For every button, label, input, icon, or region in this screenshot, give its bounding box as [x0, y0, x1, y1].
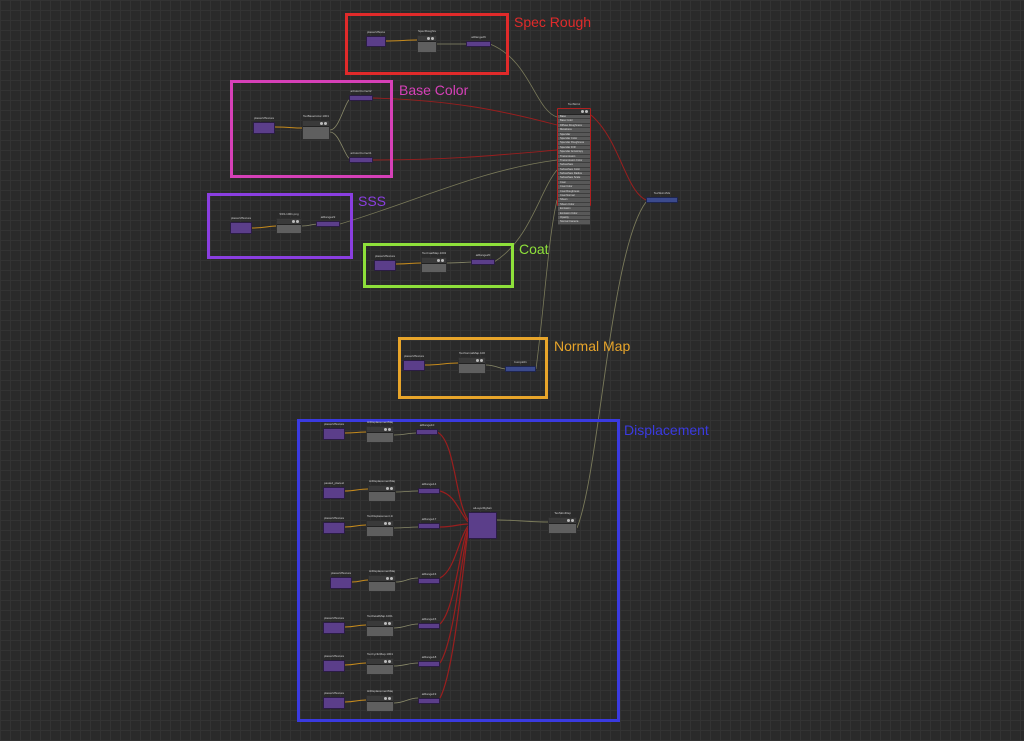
- shader-attribute-row[interactable]: Normal Camera: [558, 220, 590, 225]
- disp-range-node[interactable]: aiRange14: [418, 482, 440, 494]
- sss-place2d-node[interactable]: place2dTexture8: [230, 216, 252, 234]
- spec-range-node[interactable]: aiRange26: [466, 35, 491, 47]
- disp-place2d-node[interactable]: place2dTexture10: [323, 422, 345, 440]
- disp-range-node[interactable]: aiRange15: [418, 617, 440, 629]
- group-frame-coat: [363, 243, 514, 288]
- group-label-coat: Coat: [519, 241, 549, 257]
- shader-attribute-row[interactable]: Coat Normal: [558, 194, 590, 199]
- normal-file-node[interactable]: TexNormalMap.1001.exr: [458, 351, 486, 374]
- shader-attribute-row[interactable]: Subsurface Scale: [558, 176, 590, 181]
- shader-attribute-row[interactable]: Specular Color: [558, 136, 590, 142]
- base-place2d-node[interactable]: place2dTexture4: [253, 116, 275, 134]
- group-frame-spec-rough: [345, 13, 509, 75]
- shader-attribute-row[interactable]: Specular IOR: [558, 145, 590, 151]
- shader-attribute-row[interactable]: Subsurface: [558, 163, 590, 168]
- sss-range-node[interactable]: aiRange22: [316, 215, 340, 227]
- disp-file-node[interactable]: TexCyclicMap.1001.exr: [366, 652, 394, 675]
- base-colorcorrect-node-1[interactable]: aiColorCorrect2: [349, 89, 373, 101]
- disp-range-node[interactable]: aiRange18: [418, 655, 440, 667]
- coat-place2d-node[interactable]: place2dTexture9: [374, 254, 396, 271]
- shader-attribute-row[interactable]: Emission Color: [558, 211, 590, 216]
- group-label-displacement: Displacement: [624, 422, 709, 438]
- disp-layer-rgba-node[interactable]: aiLayerRgba1: [468, 506, 497, 539]
- group-label-base-color: Base Color: [399, 82, 469, 98]
- spec-file-node[interactable]: SpecRoughness.1001.png: [417, 29, 437, 53]
- base-colorcorrect-node-2[interactable]: aiColorCorrect1: [349, 151, 373, 163]
- group-label-normal-map: Normal Map: [554, 338, 631, 354]
- shader-attribute-row[interactable]: Transmission Color: [558, 158, 590, 164]
- group-label-sss: SSS: [358, 193, 387, 209]
- group-frame-base-color: [230, 80, 393, 178]
- shader-attribute-row[interactable]: Metalness: [558, 128, 590, 133]
- shader-attribute-row[interactable]: Sheen: [558, 198, 590, 203]
- disp-range-node[interactable]: aiRange10: [416, 423, 438, 435]
- shader-attribute-row[interactable]: Transmission: [558, 154, 590, 159]
- disp-place2d-node[interactable]: place2dTexture5: [323, 654, 345, 672]
- disp-range-node[interactable]: aiRange19: [418, 692, 440, 704]
- disp-place2d-node[interactable]: place2dTexture7: [323, 516, 345, 534]
- disp-range-node[interactable]: aiRange17: [418, 517, 440, 529]
- disp-range-node[interactable]: aiRange16: [418, 572, 440, 584]
- shader-attribute-row[interactable]: Diffuse Roughness: [558, 123, 590, 129]
- normal-place2d-node[interactable]: place2dTexture3: [403, 354, 425, 371]
- disp-file-node[interactable]: HiDisplacementMap2.1001.exr: [368, 479, 396, 502]
- group-frame-displacement: [297, 419, 620, 722]
- disp-file-node[interactable]: TexDisplacement.1001.exr: [366, 514, 394, 537]
- disp-place2d-node[interactable]: place2dTexture9: [323, 691, 345, 709]
- group-frame-sss: [207, 193, 353, 259]
- shader-attribute-row[interactable]: Base: [558, 115, 590, 120]
- group-frame-normal-map: [398, 337, 548, 399]
- shader-attribute-row[interactable]: Coat Roughness: [558, 189, 590, 195]
- shader-attribute-row[interactable]: Sheen Color: [558, 202, 590, 208]
- coat-range-node[interactable]: aiRange20: [471, 253, 495, 265]
- shader-attribute-row[interactable]: Specular Anisotropy: [558, 150, 590, 155]
- shader-attribute-row[interactable]: Specular Roughness: [558, 141, 590, 146]
- spec-place2d-node[interactable]: place2dTexture5: [366, 30, 386, 47]
- disp-place2d-node[interactable]: pasted_place2dTexture5: [323, 481, 345, 499]
- shader-attribute-row[interactable]: Base Color: [558, 119, 590, 124]
- normal-bump-node[interactable]: bump2d1: [505, 360, 536, 372]
- disp-place2d-node[interactable]: place2dTexture5: [323, 616, 345, 634]
- shader-attribute-row[interactable]: Coat Color: [558, 185, 590, 190]
- shader-attribute-row[interactable]: Subsurface Radius: [558, 172, 590, 177]
- shading-group-node[interactable]: TexSkin1SG: [646, 191, 678, 203]
- group-label-spec-rough: Spec Rough: [514, 14, 592, 30]
- disp-file-node[interactable]: HiDisplacementMap.1001.exr: [366, 689, 394, 712]
- shader-attribute-row[interactable]: Specular: [558, 132, 590, 137]
- disp-place2d-node[interactable]: place2dTexture6: [330, 571, 352, 589]
- coat-file-node[interactable]: TexCoatMap.1001.png: [421, 251, 447, 273]
- shader-attribute-row[interactable]: Emission: [558, 207, 590, 212]
- disp-file-node[interactable]: HiDisplacementMap3.1001.png: [368, 569, 396, 592]
- shader-attribute-row[interactable]: Coat: [558, 180, 590, 186]
- base-file-node[interactable]: TexBaseColor.1001.png: [302, 114, 330, 140]
- sss-file-node[interactable]: SSS.1001.png: [276, 212, 302, 234]
- disp-file-node[interactable]: TexDetailMap.1001.exr: [366, 614, 394, 637]
- shader-attribute-row[interactable]: Subsurface Color: [558, 167, 590, 173]
- shader-attribute-row[interactable]: Opacity: [558, 215, 590, 221]
- disp-shader-node[interactable]: TexSkinDisp: [548, 511, 577, 534]
- disp-file-node[interactable]: HiDisplacementMap.1001.exr: [366, 420, 394, 443]
